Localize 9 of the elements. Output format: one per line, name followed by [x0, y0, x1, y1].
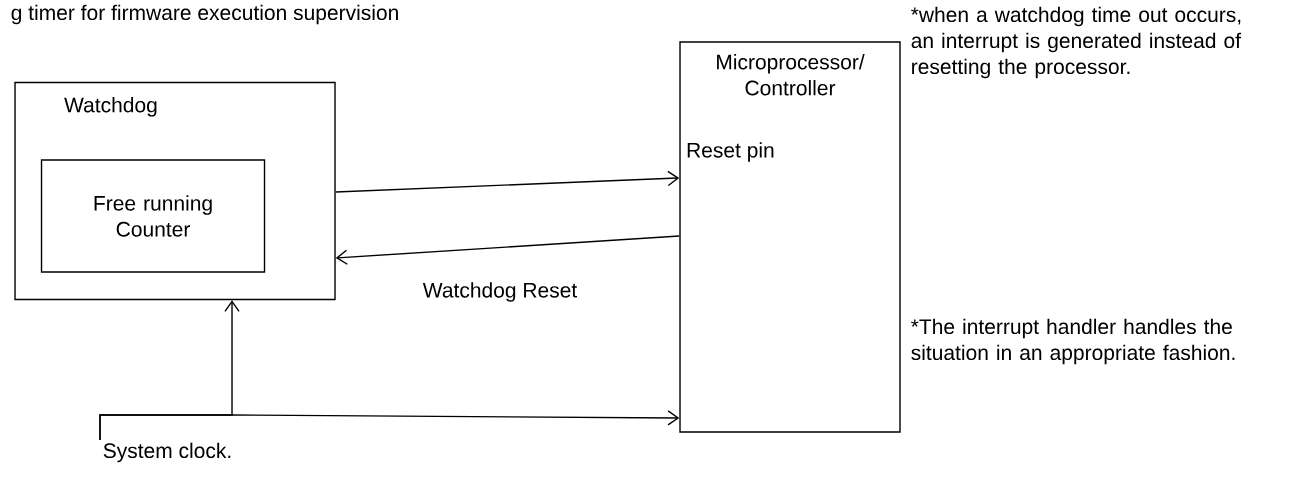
- heading-text: g timer for firmware execution supervision: [11, 4, 398, 25]
- processor-box: Microprocessor/ Controller Reset pin: [679, 41, 901, 433]
- clock-label: System clock.: [103, 442, 231, 463]
- arrow: [99, 410, 680, 441]
- counter-box: Free running Counter: [40, 159, 266, 273]
- arrow: [335, 235, 680, 265]
- note-text: *when a watchdog time out occurs, an interrupt is generated instead of resetting the processor.: [911, 6, 1242, 79]
- arrow: [335, 170, 680, 193]
- edge-label: Watchdog Reset: [420, 280, 580, 304]
